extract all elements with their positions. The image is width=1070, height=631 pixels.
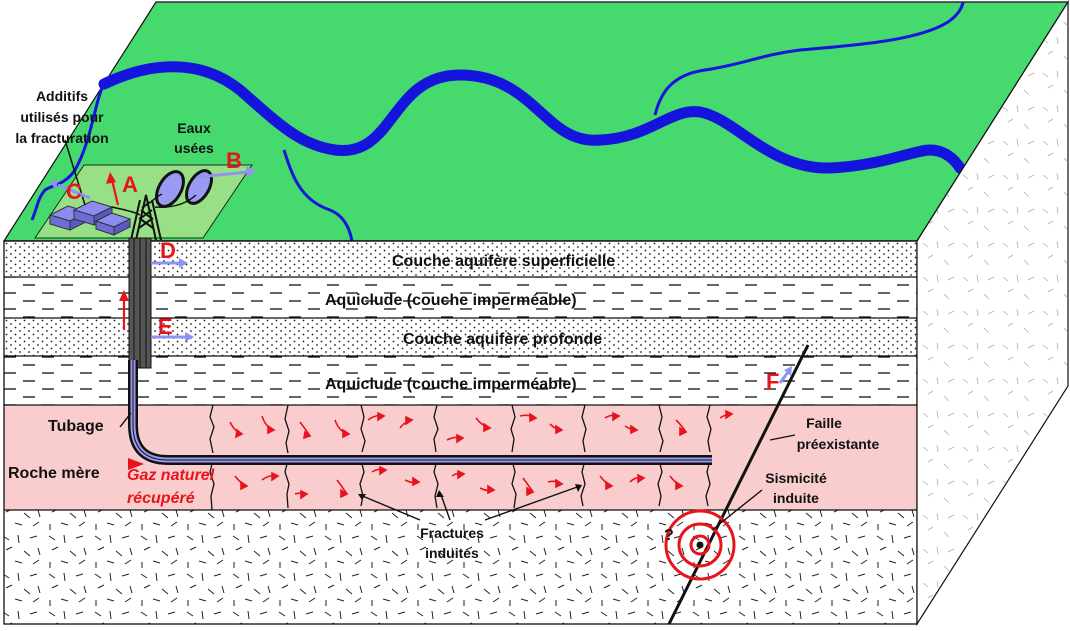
label-deep-aquifer: Couche aquifère profonde xyxy=(403,331,602,348)
wastewater-pipes xyxy=(149,193,197,208)
marker-f: F xyxy=(766,369,779,394)
label-aquiclude-1: Aquiclude (couche imperméable) xyxy=(325,292,577,309)
leak-arrows xyxy=(50,166,792,384)
marker-b: B xyxy=(226,148,242,173)
label-source-rock: Roche mère xyxy=(8,465,100,482)
tributary-west xyxy=(30,83,106,221)
label-gas-line2: récupéré xyxy=(127,490,195,507)
marker-a: A xyxy=(122,172,138,197)
label-fault-line2: préexistante xyxy=(797,436,880,452)
seismicity-target-icon xyxy=(664,509,736,581)
well-bore xyxy=(128,237,712,465)
label-additives-line2: utilisés pour xyxy=(20,109,104,125)
red-arrows xyxy=(106,172,144,470)
label-wastewater-line2: usées xyxy=(174,140,214,156)
label-additives-line1: Additifs xyxy=(36,88,88,104)
label-gas-line1: Gaz naturel xyxy=(127,467,215,484)
marker-c: C xyxy=(66,179,82,204)
wastewater-ponds-icon xyxy=(155,169,213,208)
main-river xyxy=(98,61,966,174)
label-question-mark: ? xyxy=(664,527,674,544)
label-aquiclude-2: Aquiclude (couche imperméable) xyxy=(325,376,577,393)
label-additives-line3: la fracturation xyxy=(15,130,108,146)
marker-d: D xyxy=(160,238,176,263)
additive-pipe xyxy=(111,206,141,216)
tributary-north xyxy=(653,1,965,116)
gas-flow-arrows xyxy=(229,409,734,500)
label-fault-line1: Faille xyxy=(806,415,842,431)
label-fractures-line1: Fractures xyxy=(420,525,484,541)
leader-lines xyxy=(119,412,796,531)
marker-e: E xyxy=(158,314,173,339)
label-shallow-aquifer: Couche aquifère superficielle xyxy=(392,253,615,270)
label-seismicity-line1: Sismicité xyxy=(765,470,827,486)
label-casing: Tubage xyxy=(48,418,104,435)
derrick-icon xyxy=(130,194,162,241)
gas-recovery-arrowhead xyxy=(128,458,144,470)
additive-tanks-icon xyxy=(48,200,132,236)
label-seismicity-line2: induite xyxy=(773,490,819,506)
label-wastewater-line1: Eaux xyxy=(177,120,211,136)
tributary-south xyxy=(282,149,354,242)
label-fractures-line2: induites xyxy=(425,545,479,561)
